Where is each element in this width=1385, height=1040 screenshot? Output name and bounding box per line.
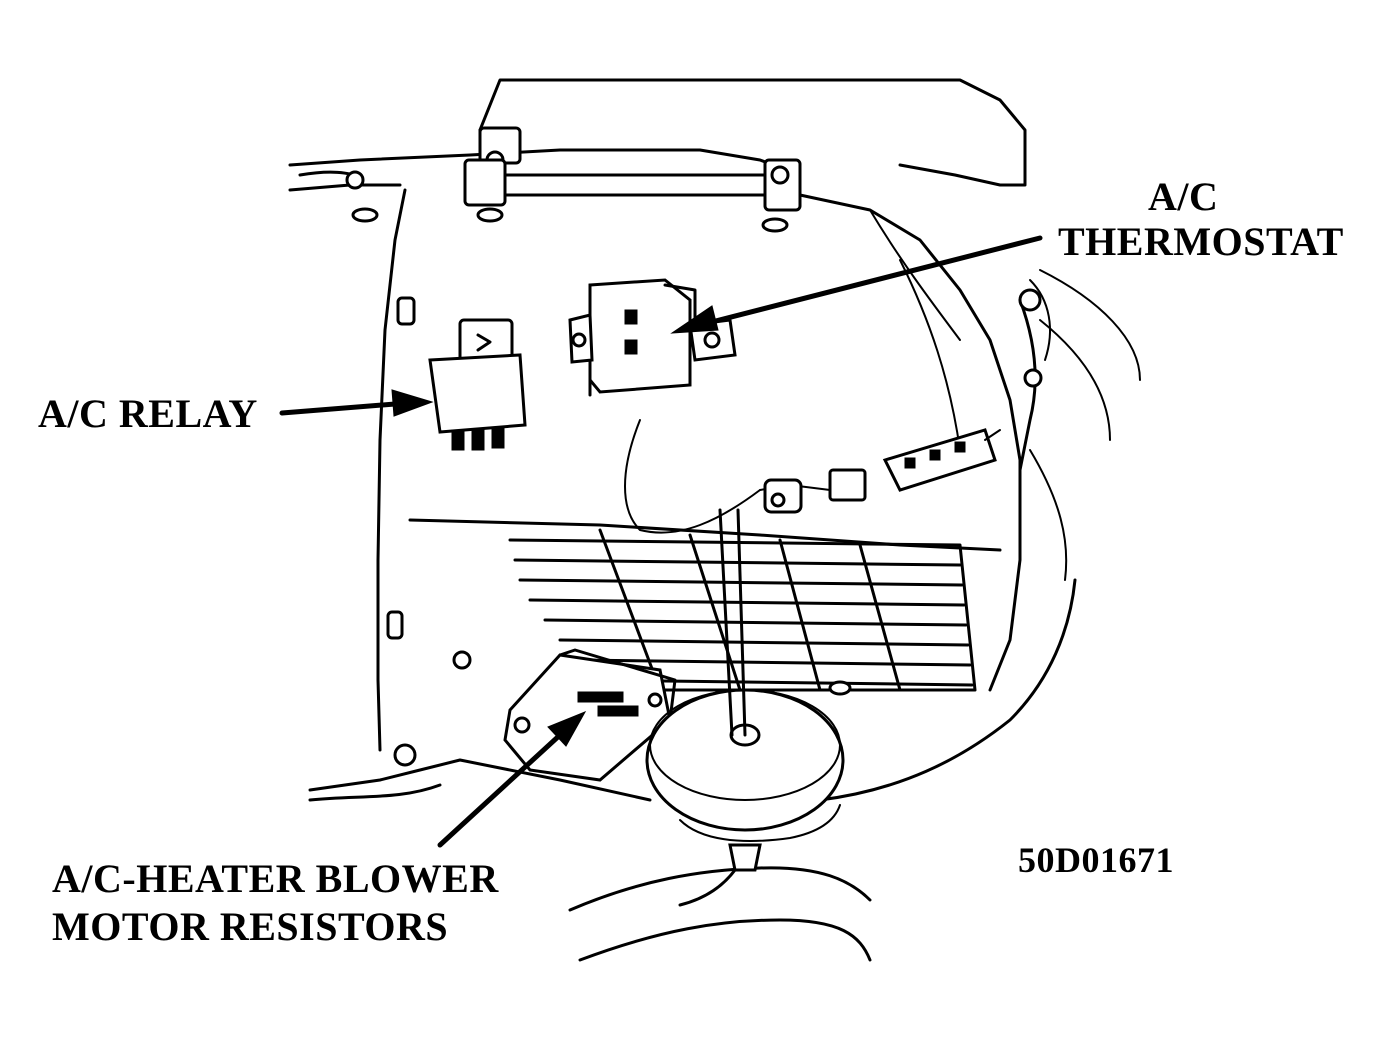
callout-arrows [279, 235, 1043, 848]
relay-label: A/C RELAY [38, 391, 258, 436]
top-brackets [345, 126, 802, 233]
wiring [624, 419, 1001, 534]
ac-thermostat [568, 278, 737, 397]
lower-panels [308, 269, 1141, 962]
thermostat-label-line2: THERMOSTAT [1058, 219, 1344, 264]
resistors-label-line2: MOTOR RESISTORS [52, 904, 449, 949]
resistor-arrowhead [547, 711, 587, 747]
figure-id: 50D01671 [1018, 840, 1174, 880]
ac-relay [428, 318, 527, 451]
blower-motor [645, 508, 845, 907]
relay-arrowhead [391, 389, 434, 417]
thermostat-arrowhead [670, 305, 719, 334]
upper-duct [288, 78, 1027, 197]
hvac-housing [376, 188, 1051, 767]
resistors-label-line1: A/C-HEATER BLOWER [52, 856, 499, 901]
evaporator-grille [508, 528, 977, 696]
thermostat-label-line1: A/C [1148, 174, 1219, 219]
